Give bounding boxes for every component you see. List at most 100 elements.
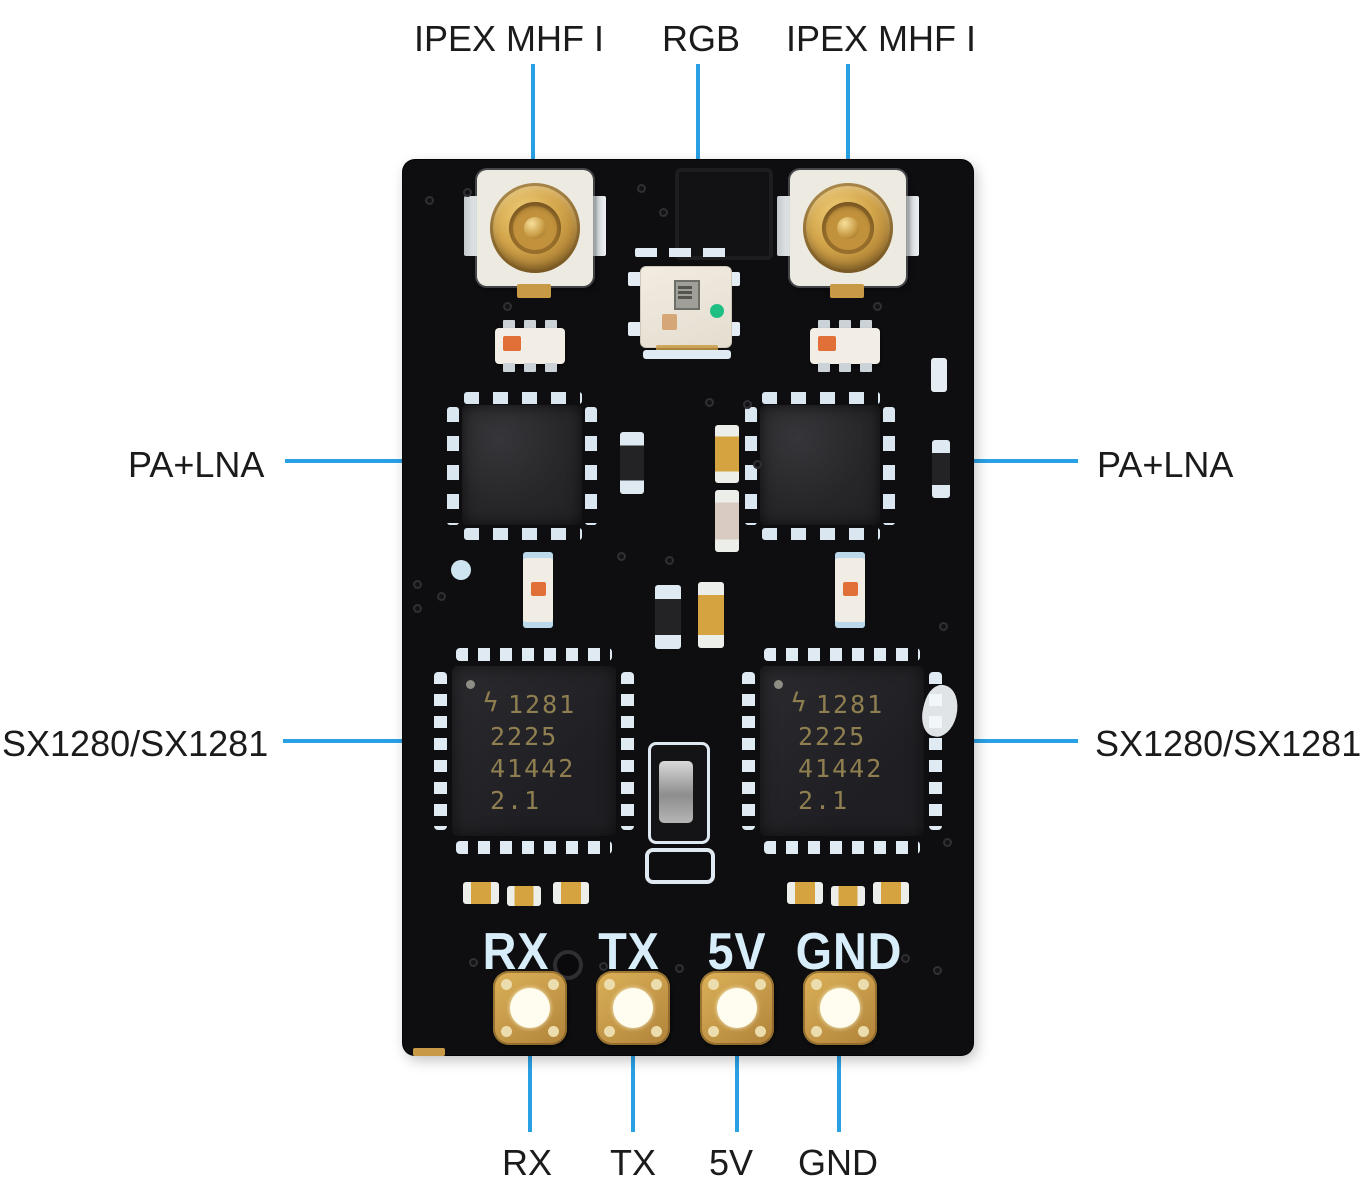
capacitor	[932, 440, 950, 498]
connector-side-tab	[904, 196, 919, 256]
sx-radio-chip-right: ϟ 1281 2225 41442 2.1	[740, 648, 944, 854]
pad-hole	[501, 979, 512, 990]
callout-label-tx: TX	[609, 1142, 657, 1183]
connector-center-pin	[837, 217, 859, 239]
chip-pads	[585, 407, 597, 525]
pcb-board: ϟ 1281 2225 41442 2.1 ϟ 1281 2225 41442 …	[403, 160, 973, 1056]
callout-line-5v	[735, 1012, 739, 1132]
orange-die	[531, 582, 546, 596]
pad-hole	[811, 979, 822, 990]
pad-hole	[708, 1026, 719, 1037]
pad-hole	[548, 979, 559, 990]
callout-line-sx-right	[915, 739, 1078, 743]
callout-line-tx	[631, 1012, 635, 1132]
via-dot	[469, 958, 478, 967]
callout-label-pa-lna-right: PA+LNA	[1097, 444, 1234, 485]
filter-orange-mark	[503, 336, 521, 351]
callout-line-ipex-left	[531, 64, 535, 188]
via-dot	[901, 954, 910, 963]
chip-pads	[434, 672, 447, 830]
callout-line-rx	[528, 1012, 532, 1132]
via-dot	[659, 208, 668, 217]
via-dot	[665, 556, 674, 565]
pad-hole	[755, 1026, 766, 1037]
uart-pad-5v	[700, 971, 774, 1045]
chip-body	[760, 405, 880, 525]
ufl-connector-right	[773, 165, 923, 300]
chip-pads	[883, 407, 895, 525]
solder-pad	[451, 560, 471, 580]
capacitor	[931, 358, 947, 392]
via-dot	[675, 964, 684, 973]
pin1-dot	[466, 680, 475, 689]
pad-hole	[604, 1026, 615, 1037]
pad-hole	[858, 1026, 869, 1037]
connector-center-pin	[524, 217, 546, 239]
pad-center	[820, 988, 860, 1028]
orange-die	[843, 582, 858, 596]
rgb-led	[628, 260, 740, 356]
crystal-can	[659, 761, 693, 823]
led-die	[674, 280, 700, 310]
filter-orange-mark	[818, 336, 836, 351]
chip-marking-line-4: 2.1	[490, 786, 542, 815]
chip-marking-line-4: 2.1	[798, 786, 850, 815]
callout-label-sx-left: SX1280/SX1281	[2, 723, 269, 764]
via-dot	[413, 580, 422, 589]
chip-body	[462, 405, 582, 525]
pa-lna-chip-right	[738, 392, 902, 540]
callout-label-rx: RX	[501, 1142, 553, 1183]
connector-side-tab	[777, 196, 792, 256]
chip-pads	[745, 407, 757, 525]
pad-hole	[651, 1026, 662, 1037]
filter-pin	[860, 363, 872, 372]
via-dot	[437, 592, 446, 601]
via-dot	[743, 400, 752, 409]
via-dot	[939, 622, 948, 631]
led-bottom-pad-bar	[643, 350, 731, 359]
callout-line-ipex-right	[846, 64, 850, 185]
pad-center	[717, 988, 757, 1028]
connector-side-tab	[464, 196, 479, 256]
chip-marking-line-3: 41442	[490, 754, 576, 783]
chip-pads	[456, 648, 612, 661]
uart-pad-gnd	[803, 971, 877, 1045]
smd-led-right	[835, 558, 865, 622]
callout-label-pa-lna-left: PA+LNA	[128, 444, 265, 485]
pad-center	[510, 988, 550, 1028]
gold-edge-pad	[413, 1048, 445, 1056]
capacitor	[715, 490, 739, 552]
via-dot	[753, 460, 762, 469]
connector-gold-tab	[517, 284, 551, 298]
chip-pads	[456, 841, 612, 854]
pa-lna-chip-left	[440, 392, 604, 540]
via-dot	[617, 552, 626, 561]
pin1-dot	[774, 680, 783, 689]
semtech-logo-icon: ϟ	[482, 688, 500, 718]
callout-label-ipex-left: IPEX MHF I	[413, 18, 605, 59]
callout-line-sx-left	[283, 739, 445, 743]
capacitor	[507, 886, 541, 906]
uart-pad-tx	[596, 971, 670, 1045]
pad-hole	[811, 1026, 822, 1037]
via-dot	[599, 962, 608, 971]
capacitor	[463, 882, 499, 904]
pad-center	[613, 988, 653, 1028]
via-dot	[503, 302, 512, 311]
capacitor	[873, 882, 909, 904]
led-amber-die	[662, 314, 677, 330]
chip-marking-line-2: 2225	[798, 722, 867, 751]
filter-pin	[503, 363, 515, 372]
led-top-pads	[635, 248, 731, 257]
chip-marking-line-2: 2225	[490, 722, 559, 751]
chip-pads	[621, 672, 634, 830]
connector-side-tab	[591, 196, 606, 256]
callout-label-sx-right: SX1280/SX1281	[1095, 723, 1362, 764]
filter-pin	[524, 320, 536, 329]
via-dot	[705, 398, 714, 407]
capacitor	[787, 882, 823, 904]
pad-hole	[858, 979, 869, 990]
filter-pin	[818, 363, 830, 372]
via-dot	[933, 966, 942, 975]
pad-hole	[708, 979, 719, 990]
